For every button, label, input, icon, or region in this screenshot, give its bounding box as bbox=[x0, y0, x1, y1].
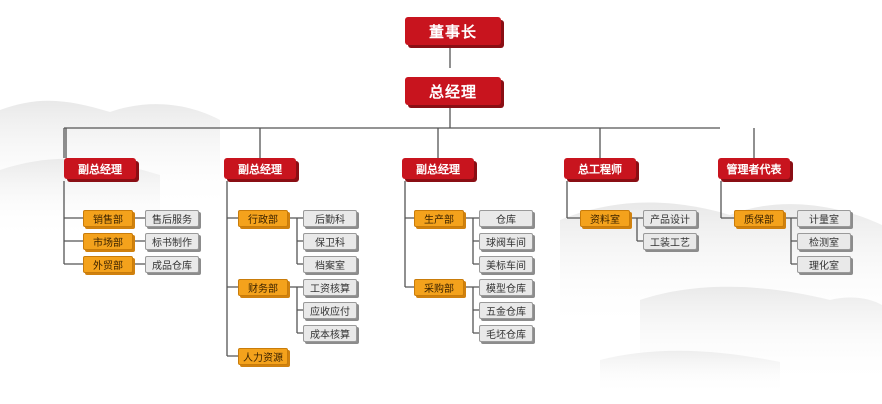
unit-box: 售后服务 bbox=[145, 210, 199, 227]
unit-box: 产品设计 bbox=[643, 210, 697, 227]
unit-box: 工装工艺 bbox=[643, 233, 697, 250]
column-title-box: 副总经理 bbox=[64, 158, 136, 179]
department-box: 行政部 bbox=[238, 210, 288, 227]
department-box: 生产部 bbox=[414, 210, 464, 227]
unit-box: 后勤科 bbox=[303, 210, 357, 227]
column-title-box: 总工程师 bbox=[564, 158, 636, 179]
unit-box: 保卫科 bbox=[303, 233, 357, 250]
department-box: 资料室 bbox=[580, 210, 630, 227]
unit-box: 检测室 bbox=[797, 233, 851, 250]
unit-box: 标书制作 bbox=[145, 233, 199, 250]
unit-box: 模型仓库 bbox=[479, 279, 533, 296]
column-title-box: 副总经理 bbox=[402, 158, 474, 179]
department-box: 人力资源 bbox=[238, 348, 288, 365]
unit-box: 毛坯仓库 bbox=[479, 325, 533, 342]
column-title-box: 副总经理 bbox=[224, 158, 296, 179]
department-box: 市场部 bbox=[83, 233, 133, 250]
unit-box: 档案室 bbox=[303, 256, 357, 273]
unit-box: 成本核算 bbox=[303, 325, 357, 342]
chairman-box: 董事长 bbox=[405, 17, 501, 45]
unit-box: 成品仓库 bbox=[145, 256, 199, 273]
department-box: 采购部 bbox=[414, 279, 464, 296]
column-title-box: 管理者代表 bbox=[718, 158, 790, 179]
unit-box: 五金仓库 bbox=[479, 302, 533, 319]
unit-box: 球阀车间 bbox=[479, 233, 533, 250]
department-box: 财务部 bbox=[238, 279, 288, 296]
unit-box: 计量室 bbox=[797, 210, 851, 227]
general-manager-box: 总经理 bbox=[405, 77, 501, 105]
unit-box: 美标车间 bbox=[479, 256, 533, 273]
unit-box: 仓库 bbox=[479, 210, 533, 227]
department-box: 外贸部 bbox=[83, 256, 133, 273]
unit-box: 工资核算 bbox=[303, 279, 357, 296]
department-box: 质保部 bbox=[734, 210, 784, 227]
unit-box: 理化室 bbox=[797, 256, 851, 273]
unit-box: 应收应付 bbox=[303, 302, 357, 319]
department-box: 销售部 bbox=[83, 210, 133, 227]
